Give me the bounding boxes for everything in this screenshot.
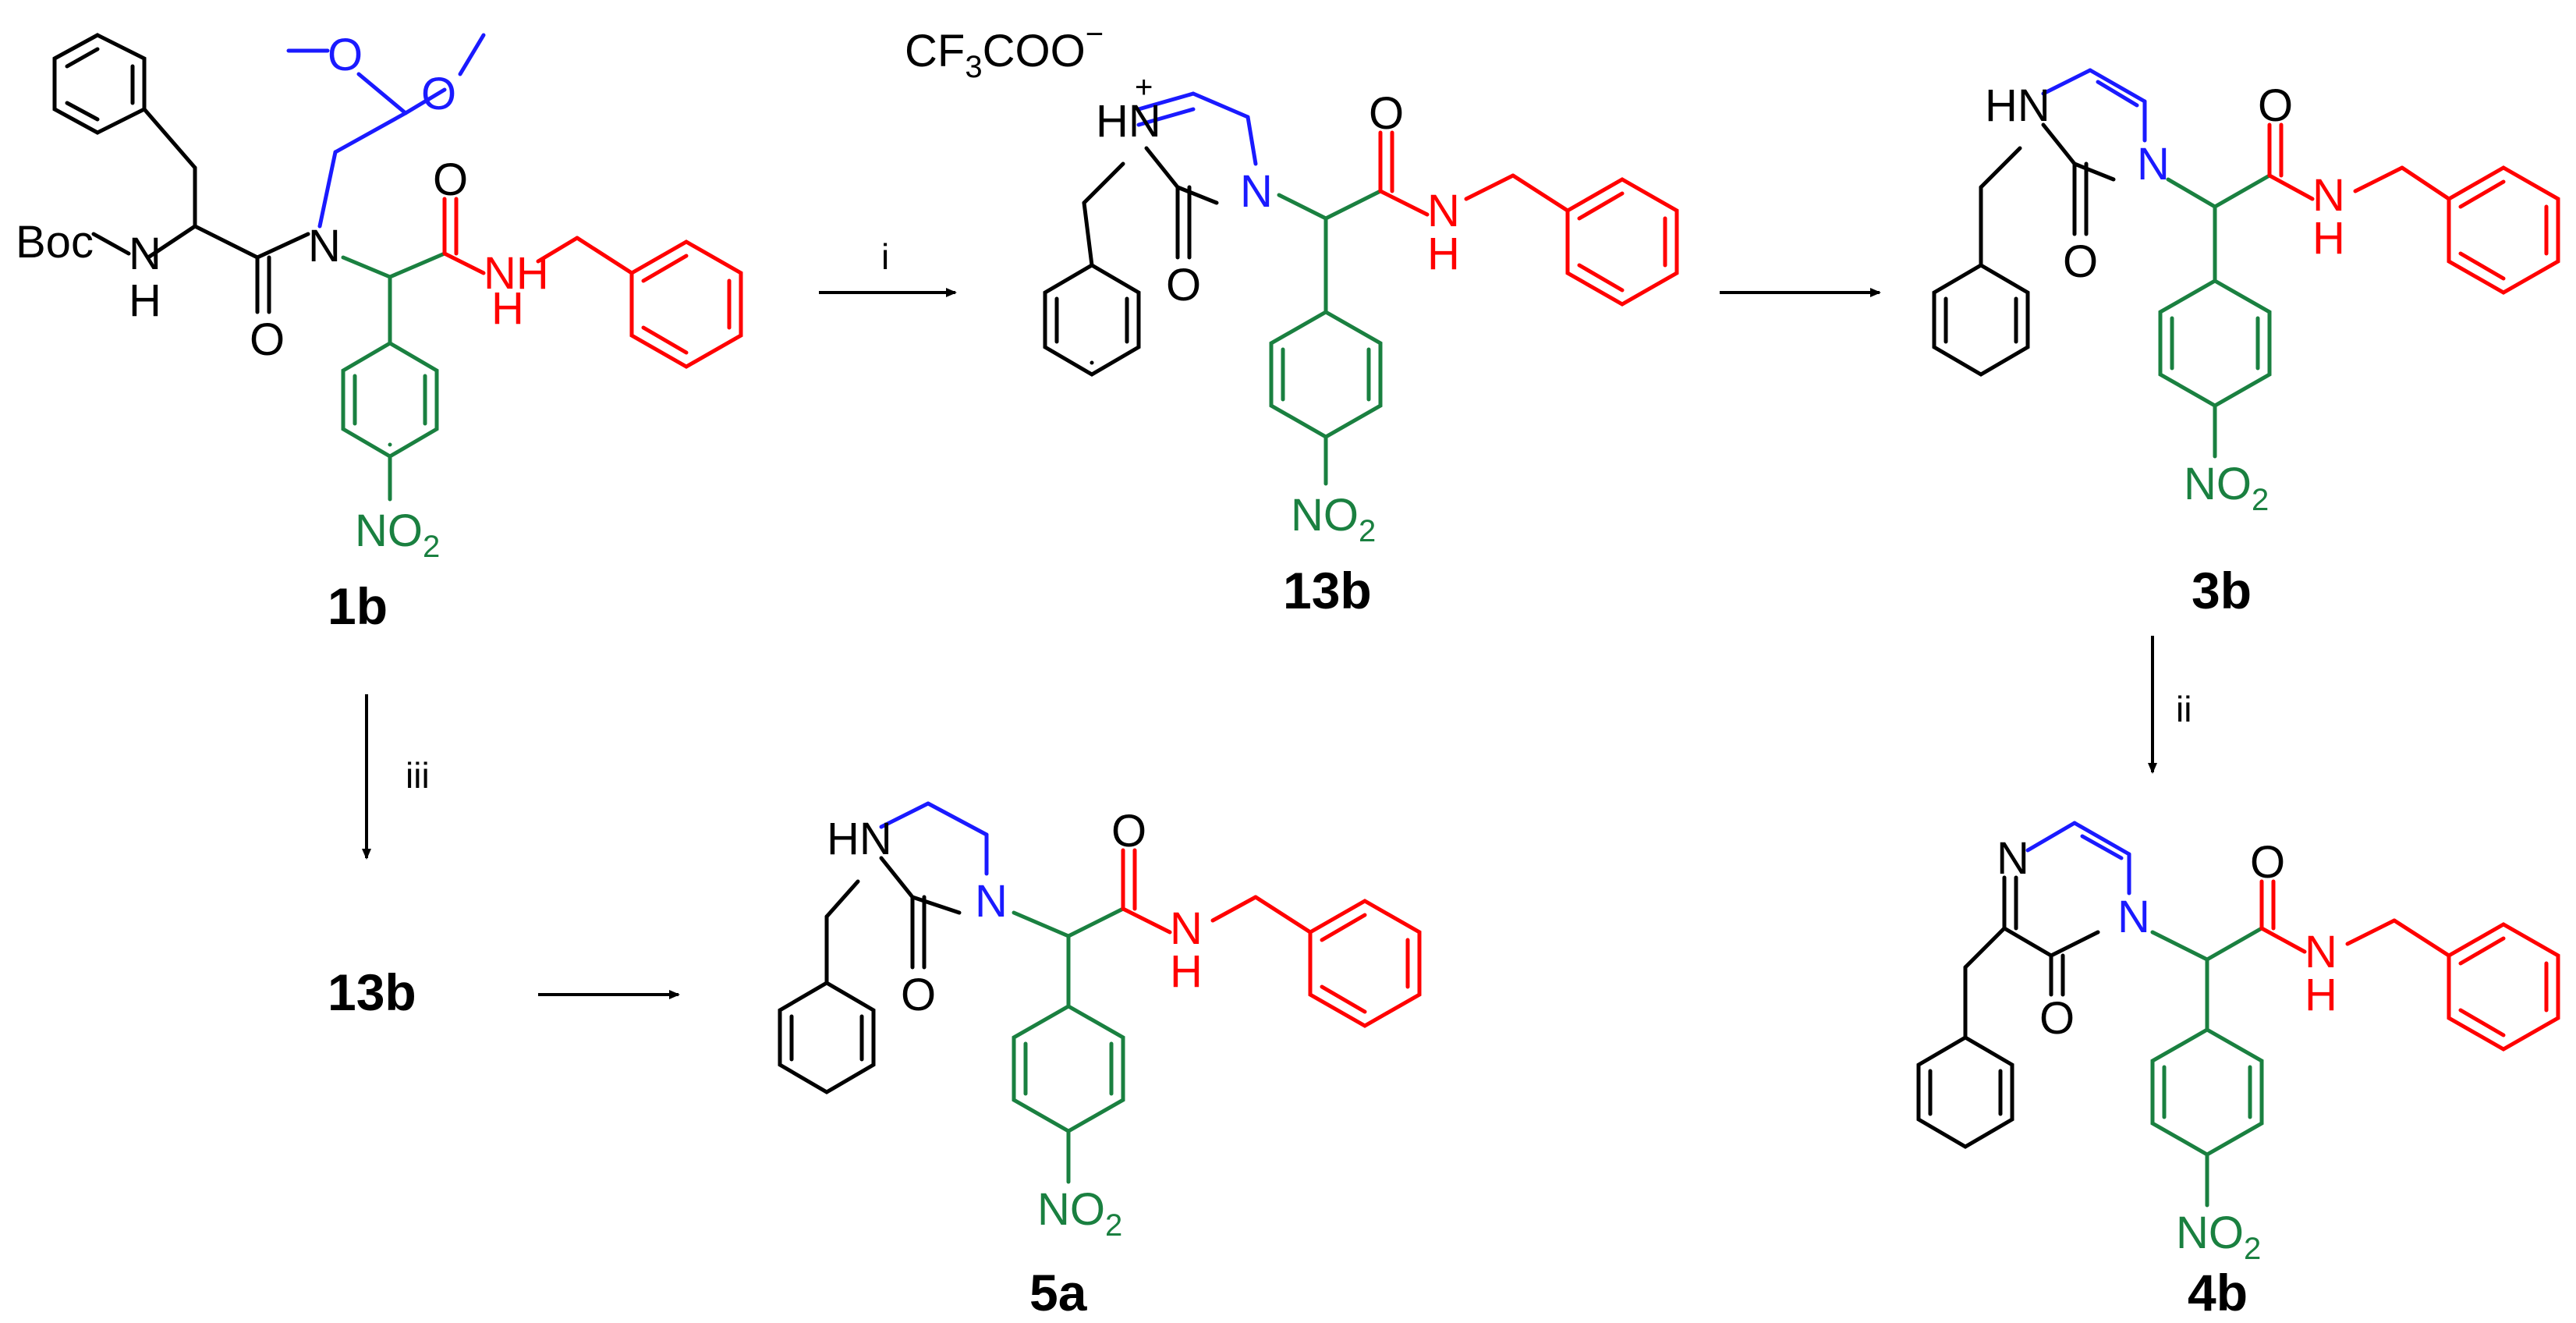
h-label: H [1427,229,1460,279]
compound-label-5a: 5a [1029,1264,1088,1321]
labels-3b: HN N O O N H NO2 3b [1985,80,2345,619]
nh-label: N [129,229,161,279]
ring-core [1916,875,2100,1149]
oxygen-label: O [1166,260,1201,310]
nitrophenyl-group [1012,906,1125,1184]
backbone [91,165,310,314]
compound-label-13b: 13b [1283,562,1372,619]
boc-label: Boc [16,217,94,268]
nitro-label: NO2 [355,505,440,564]
h-label: H [129,275,161,326]
molecule-3b [1932,68,2560,459]
pyrazinone-blue [2025,821,2131,896]
molecule-1b [52,33,743,502]
nitro-label: NO2 [1291,490,1376,548]
ring-core [778,856,962,1094]
amide-n-label: N [308,221,341,271]
acetal-o-label: O [421,69,456,119]
pyrazine-ring-blue [1136,91,1258,166]
oxygen-label: O [433,154,468,205]
benzylamide [1378,130,1679,307]
benzylamide [1121,848,1422,1028]
counterion-label: CF3COO− [905,17,1104,84]
ring-n-label: N [2117,892,2150,942]
labels-4b: N N O O N H NO2 4b [1997,833,2337,1321]
oxygen-label: O [250,314,285,365]
hn-label: HN [1985,80,2050,131]
benzylamide [442,197,743,369]
phenyl-ring [52,33,197,170]
condition-iii: iii [406,755,430,796]
dihydropyrazine-blue [2041,68,2147,143]
condition-labels: i ii iii [406,236,2192,796]
compound-label-3b: 3b [2192,562,2252,619]
acetal-o-label: O [328,30,363,80]
compound-label-4b: 4b [2188,1264,2248,1321]
ring-n-label: N [975,876,1008,927]
iminium-label: HN [1096,96,1161,147]
oxygen-label: O [901,970,936,1020]
piperazinone-blue [879,801,989,876]
nitrophenyl-group [2150,926,2264,1208]
nitro-label: NO2 [2184,459,2269,517]
ring-n-label: N [2137,139,2170,190]
h-label: H [491,283,524,334]
ring-core [1043,146,1219,377]
oxygen-label: O [2250,837,2285,888]
molecule-5a [778,801,1422,1184]
oxygen-label: O [2039,993,2075,1044]
nitrophenyl-group [1269,189,1383,486]
condition-i: i [881,236,889,277]
h-label: H [2305,970,2337,1020]
nitrophenyl-group [341,251,447,502]
nh-label: N [2305,927,2337,977]
hn-label: HN [827,814,892,864]
oxygen-label: O [1369,88,1404,139]
nitrophenyl-group [2158,173,2272,459]
nitro-label: NO2 [1037,1184,1122,1243]
nitro-label: NO2 [2176,1208,2261,1266]
plus-charge: + [1135,70,1153,105]
benzylamide [2259,879,2560,1052]
oxygen-label: O [2258,80,2293,131]
molecule-4b [1916,821,2560,1208]
ring-n-label: N [1240,166,1273,217]
compound-label-1b: 1b [328,577,388,635]
benzylamide [2267,122,2560,295]
labels-5a: HN N O O N H NO2 5a [827,806,1203,1321]
nh-label: NH [484,248,549,299]
acetal-chain [286,33,486,229]
condition-ii: ii [2176,689,2192,729]
arrows [362,288,2157,999]
h-label: H [1170,946,1203,997]
ring-core [1932,122,2116,377]
labels-1b: Boc N H O N O O O NH H NO2 1b [16,30,549,635]
labels-13b: HN + N O O N H NO2 13b [1096,70,1460,619]
compound-label-13b-intermediate: 13b [328,963,416,1021]
oxygen-label: O [1111,806,1146,857]
nh-label: N [1170,903,1203,954]
h-label: H [2312,213,2345,264]
nh-label: N [1427,186,1460,236]
oxygen-label: O [2063,236,2098,287]
ring-n-label: N [1997,833,2029,884]
molecule-13b [1043,91,1679,486]
nh-label: N [2312,170,2345,221]
